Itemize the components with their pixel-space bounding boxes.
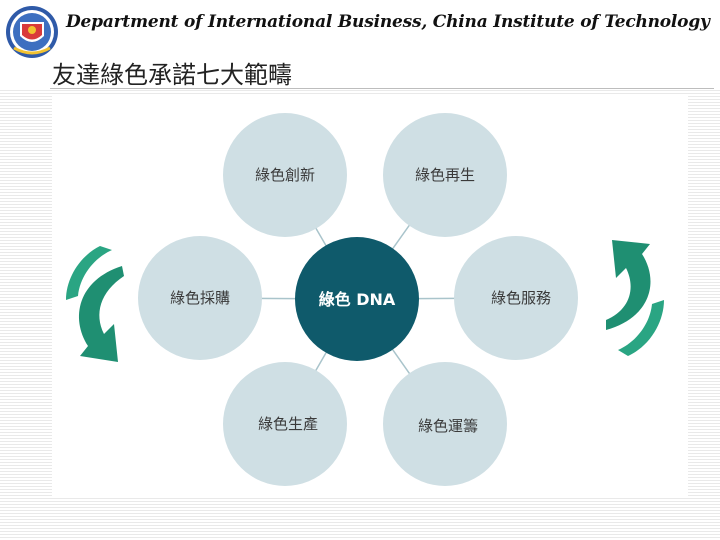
center-node: 綠色 DNA — [295, 237, 419, 361]
node-label-production: 綠色生產 — [258, 415, 318, 433]
node-service: 綠色服務 — [454, 236, 578, 360]
node-label-service: 綠色服務 — [491, 289, 551, 307]
node-production: 綠色生產 — [223, 362, 347, 486]
node-label-innovation: 綠色創新 — [255, 166, 315, 184]
node-label-logistics: 綠色運籌 — [418, 417, 478, 435]
node-regeneration: 綠色再生 — [383, 113, 507, 237]
node-label-procurement: 綠色採購 — [170, 289, 230, 307]
center-label: 綠色 DNA — [319, 290, 396, 309]
slide-title: 友達綠色承諾七大範疇 — [52, 61, 292, 89]
school-emblem-icon — [6, 6, 58, 58]
node-label-regeneration: 綠色再生 — [415, 166, 475, 184]
header-divider — [50, 88, 714, 89]
right-cycle-arrow-icon — [606, 240, 664, 356]
node-innovation: 綠色創新 — [223, 113, 347, 237]
node-procurement: 綠色採購 — [138, 236, 262, 360]
node-logistics: 綠色運籌 — [383, 362, 507, 486]
left-cycle-arrow-icon — [66, 246, 124, 362]
department-title: Department of International Business, Ch… — [66, 12, 710, 32]
